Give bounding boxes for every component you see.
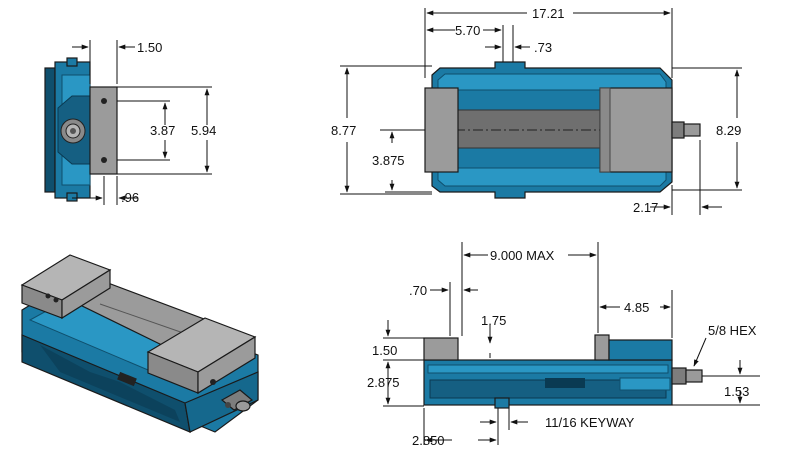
iso-screw bbox=[220, 389, 254, 412]
top-view-dimensions: 17.21 5.70 .73 8.77 8.29 3.875 bbox=[331, 6, 742, 215]
dim-label: 9.000 MAX bbox=[490, 248, 555, 263]
end-view-screw bbox=[60, 118, 86, 144]
dim-label: 2.875 bbox=[367, 375, 400, 390]
dim-label: 2.850 bbox=[412, 433, 445, 448]
side-view-screw-end bbox=[671, 367, 703, 385]
dim-label: 1.50 bbox=[372, 343, 397, 358]
top-view: 17.21 5.70 .73 8.77 8.29 3.875 bbox=[331, 6, 742, 215]
dim-label: 2.17 bbox=[633, 200, 658, 215]
dim-label: 3.87 bbox=[150, 123, 175, 138]
dim-label: 1.50 bbox=[137, 40, 162, 55]
dim-label: 11/16 KEYWAY bbox=[545, 415, 635, 430]
side-view-fixed-jaw bbox=[423, 337, 459, 361]
dim-label: .73 bbox=[534, 40, 552, 55]
side-view-movable-jaw bbox=[594, 334, 673, 361]
side-view-dimensions: 9.000 MAX .70 4.85 1.75 1.50 5/8 HEX 2.8… bbox=[367, 242, 760, 448]
dim-label: 1.75 bbox=[481, 313, 506, 328]
dim-label: .96 bbox=[121, 190, 139, 205]
dim-label: 8.29 bbox=[716, 123, 741, 138]
end-view: 1.50 3.87 5.94 .96 bbox=[44, 40, 216, 205]
end-view-jaw bbox=[89, 86, 118, 175]
dim-label: 17.21 bbox=[532, 6, 565, 21]
dim-label: 5/8 HEX bbox=[708, 323, 757, 338]
iso-fixed-jaw bbox=[20, 254, 112, 320]
top-view-movable-jaw bbox=[599, 87, 673, 173]
top-view-screw-end bbox=[671, 121, 701, 139]
dim-label: 5.70 bbox=[455, 23, 480, 38]
dim-label: 3.875 bbox=[372, 153, 405, 168]
dim-label: 4.85 bbox=[624, 300, 649, 315]
top-view-fixed-jaw bbox=[424, 87, 459, 173]
dim-label: 5.94 bbox=[191, 123, 216, 138]
isometric-view bbox=[20, 254, 259, 433]
dim-label: 8.77 bbox=[331, 123, 356, 138]
end-view-dimensions: 1.50 3.87 5.94 .96 bbox=[72, 40, 216, 205]
side-view: 9.000 MAX .70 4.85 1.75 1.50 5/8 HEX 2.8… bbox=[367, 242, 760, 448]
iso-movable-jaw bbox=[146, 317, 257, 395]
dim-label: 1.53 bbox=[724, 384, 749, 399]
dim-label: .70 bbox=[409, 283, 427, 298]
side-view-base bbox=[423, 359, 673, 409]
